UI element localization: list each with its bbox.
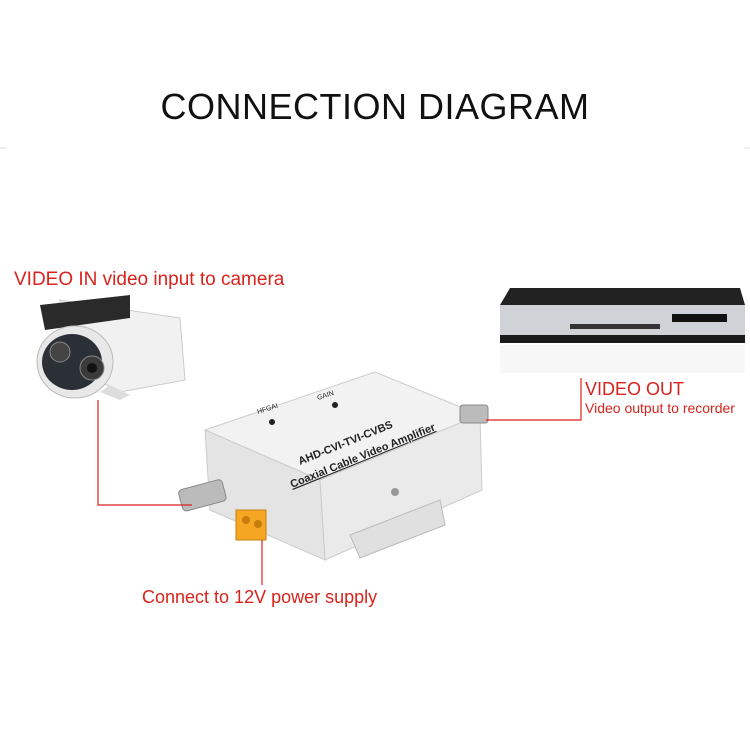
recorder-image [500, 288, 745, 373]
video-out-sublabel: Video output to recorder [585, 400, 735, 416]
camera-image [36, 295, 186, 400]
video-in-line [97, 400, 192, 506]
video-out-label: VIDEO OUT [585, 379, 685, 399]
knob-label-gain: GAIN [316, 390, 334, 402]
page-title: CONNECTION DIAGRAM [160, 86, 590, 127]
power-label: Connect to 12V power supply [142, 587, 378, 607]
video-in-label: VIDEO IN video input to camera [14, 269, 285, 290]
amplifier-image: HFGAI GAIN AHD-CVI-TVI-CVBS Coaxial Cabl… [178, 371, 489, 561]
video-out-line [486, 378, 582, 421]
bnc-in-connector [178, 479, 227, 512]
bnc-out-connector [459, 404, 489, 424]
power-terminal [235, 509, 267, 541]
